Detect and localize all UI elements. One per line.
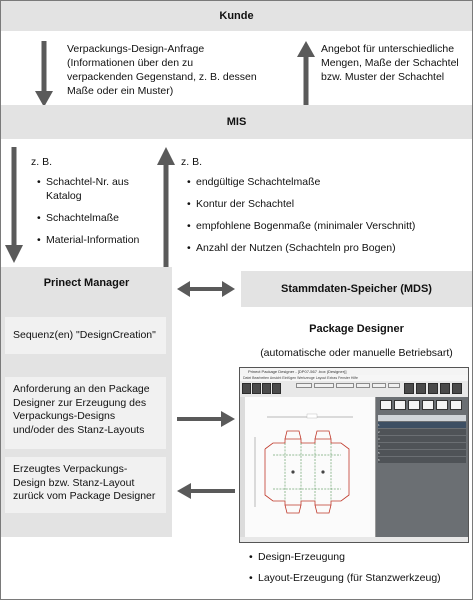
mds-box: Stammdaten-Speicher (MDS) <box>241 271 472 307</box>
sequence-box: Sequenz(en) "DesignCreation" <box>5 317 166 354</box>
toolbar-new-icon <box>242 383 251 394</box>
screenshot-statusbar <box>240 537 468 542</box>
panel-icon <box>436 400 448 410</box>
kunde-box: Kunde <box>1 1 472 31</box>
toolbar-tab-icon <box>314 383 334 388</box>
panel-table-row: 5 <box>378 450 466 457</box>
right-list-item: empfohlene Bogenmaße (minimaler Verschni… <box>187 219 467 233</box>
prinect-manager-title: Prinect Manager <box>43 277 130 289</box>
left-list-item: Material-Information <box>37 233 151 247</box>
mis-box: MIS <box>1 105 472 139</box>
designer-result-box: Erzeugtes Verpackungs-Design bzw. Stanz-… <box>5 457 166 513</box>
screenshot-canvas <box>245 397 376 537</box>
toolbar-save-icon <box>262 383 271 394</box>
prinect-mds-double-arrow <box>177 281 235 297</box>
designer-output-list: Design-Erzeugung Layout-Erzeugung (für S… <box>249 550 469 593</box>
die-cut-drawing <box>254 413 353 514</box>
prinect-to-mis-arrow <box>157 147 175 267</box>
kunde-title: Kunde <box>219 10 254 22</box>
package-designer-screenshot: Prinect Package Designer - [DP07-567 .bo… <box>239 367 469 543</box>
panel-table-row: 6 <box>378 457 466 464</box>
request-arrow <box>35 41 53 107</box>
designer-request-text: Anforderung an den Package Designer zur … <box>13 383 150 436</box>
panel-icon <box>408 400 420 410</box>
toolbar-open-icon <box>252 383 261 394</box>
prinect-manager-box: Prinect Manager Sequenz(en) "DesignCreat… <box>1 267 172 537</box>
toolbar-tab-icon <box>296 383 312 388</box>
sequence-text: Sequenz(en) "DesignCreation" <box>13 328 156 341</box>
mds-title: Stammdaten-Speicher (MDS) <box>281 283 432 295</box>
mis-title: MIS <box>226 116 247 128</box>
screenshot-titlebar: Prinect Package Designer - [DP07-567 .bo… <box>240 368 468 375</box>
request-text: Verpackungs-Design-Anfrage (Informatione… <box>67 43 257 97</box>
left-list-item: Schachtelmaße <box>37 211 151 225</box>
panel-icon <box>394 400 406 410</box>
screenshot-menubar: Datei Bearbeiten Ansicht Einfügen Werkze… <box>240 375 468 381</box>
screenshot-right-panel: 1 2 3 4 5 6 <box>376 397 468 537</box>
right-list-item: endgültige Schachtelmaße <box>187 175 467 189</box>
panel-table-header <box>378 415 466 421</box>
panel-table-row: 3 <box>378 436 466 443</box>
screenshot-toolbar <box>240 381 468 397</box>
toolbar-layout-icon <box>428 383 438 394</box>
panel-table-row: 4 <box>378 443 466 450</box>
result-from-designer-arrow <box>177 483 235 499</box>
toolbar-layout-icon <box>452 383 462 394</box>
offer-text: Angebot für unterschiedliche Mengen, Maß… <box>321 43 459 83</box>
panel-table-row: 1 <box>378 422 466 429</box>
request-to-designer-arrow <box>177 411 235 427</box>
offer-arrow <box>297 41 315 107</box>
right-list: z. B. endgültige Schachtelmaße Kontur de… <box>181 155 467 263</box>
panel-icon <box>422 400 434 410</box>
toolbar-layout-icon <box>404 383 414 394</box>
right-list-item: Anzahl der Nutzen (Schachteln pro Bogen) <box>187 241 467 255</box>
designer-result-text: Erzeugtes Verpackungs-Design bzw. Stanz-… <box>13 463 156 502</box>
package-designer-title: Package Designer <box>309 323 404 335</box>
designer-output-item: Layout-Erzeugung (für Stanzwerkzeug) <box>249 571 469 585</box>
mis-to-prinect-arrow <box>5 147 23 263</box>
toolbar-layout-icon <box>440 383 450 394</box>
designer-request-box: Anforderung an den Package Designer zur … <box>5 377 166 449</box>
toolbar-tab-icon <box>372 383 386 388</box>
left-list-item: Schachtel-Nr. aus Katalog <box>37 175 151 203</box>
toolbar-print-icon <box>272 383 281 394</box>
toolbar-layout-icon <box>416 383 426 394</box>
toolbar-tab-icon <box>336 383 354 388</box>
panel-table-row: 2 <box>378 429 466 436</box>
right-list-heading: z. B. <box>181 156 203 168</box>
left-list-heading: z. B. <box>31 156 53 168</box>
panel-icon <box>380 400 392 410</box>
left-list: z. B. Schachtel-Nr. aus Katalog Schachte… <box>31 155 151 255</box>
toolbar-tab-icon <box>356 383 370 388</box>
screenshot-left-toolstrip <box>240 397 245 537</box>
designer-output-item: Design-Erzeugung <box>249 550 469 564</box>
toolbar-tab-icon <box>388 383 400 388</box>
panel-icon <box>450 400 462 410</box>
right-list-item: Kontur der Schachtel <box>187 197 467 211</box>
package-designer-subtitle: (automatische oder manuelle Betriebsart) <box>260 347 453 359</box>
